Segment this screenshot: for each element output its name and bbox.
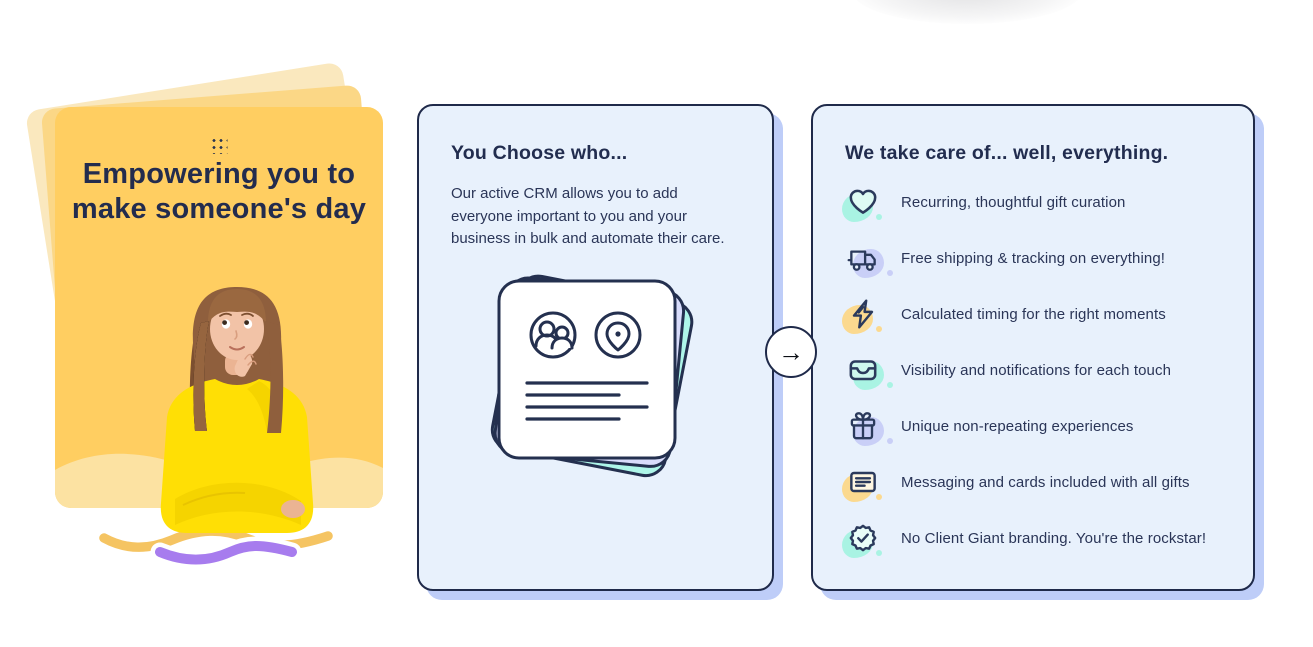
list-item: Messaging and cards included with all gi… [842,454,1221,510]
list-item: Unique non-repeating experiences [845,398,1221,454]
cutoff-element-shadow [852,0,1082,24]
feature-label: Unique non-repeating experiences [901,417,1134,435]
truck-icon [845,240,893,278]
check-badge-icon [842,520,882,558]
list-item: Calculated timing for the right moments [842,286,1221,342]
middle-card-title: You Choose who... [451,142,628,164]
feature-label: Messaging and cards included with all gi… [901,473,1190,491]
message-icon [842,464,882,502]
heart-icon [842,184,882,222]
stacked-contact-cards-illustration [490,274,693,477]
feature-label: Free shipping & tracking on everything! [901,249,1166,267]
middle-card-body: Our active CRM allows you to add everyon… [451,185,725,247]
next-arrow-button[interactable]: → [765,326,817,378]
lightning-icon [842,296,882,334]
feature-label: No Client Giant branding. You're the roc… [901,529,1207,547]
arrow-right-icon: → [778,337,804,367]
list-item: Recurring, thoughtful gift curation [842,174,1221,230]
list-item: Free shipping & tracking on everything! [845,230,1221,286]
woman-thinking-photo [160,287,314,533]
gift-icon [845,408,893,446]
right-card-title: We take care of... well, everything. [845,142,1169,164]
we-take-care-card: We take care of... well, everything. Rec… [811,104,1255,591]
list-item: Visibility and notifications for each to… [845,342,1221,398]
left-card-title: Empowering you to make someone's day [71,158,367,226]
feature-list: Recurring, thoughtful gift curation Free… [842,174,1221,566]
list-item: No Client Giant branding. You're the roc… [842,510,1221,566]
inbox-icon [845,352,893,390]
you-choose-card: You Choose who... Our active CRM allows … [417,104,774,591]
feature-label: Recurring, thoughtful gift curation [901,193,1126,211]
feature-label: Calculated timing for the right moments [901,305,1166,323]
grid-dots-icon [210,137,228,154]
feature-label: Visibility and notifications for each to… [901,361,1172,379]
